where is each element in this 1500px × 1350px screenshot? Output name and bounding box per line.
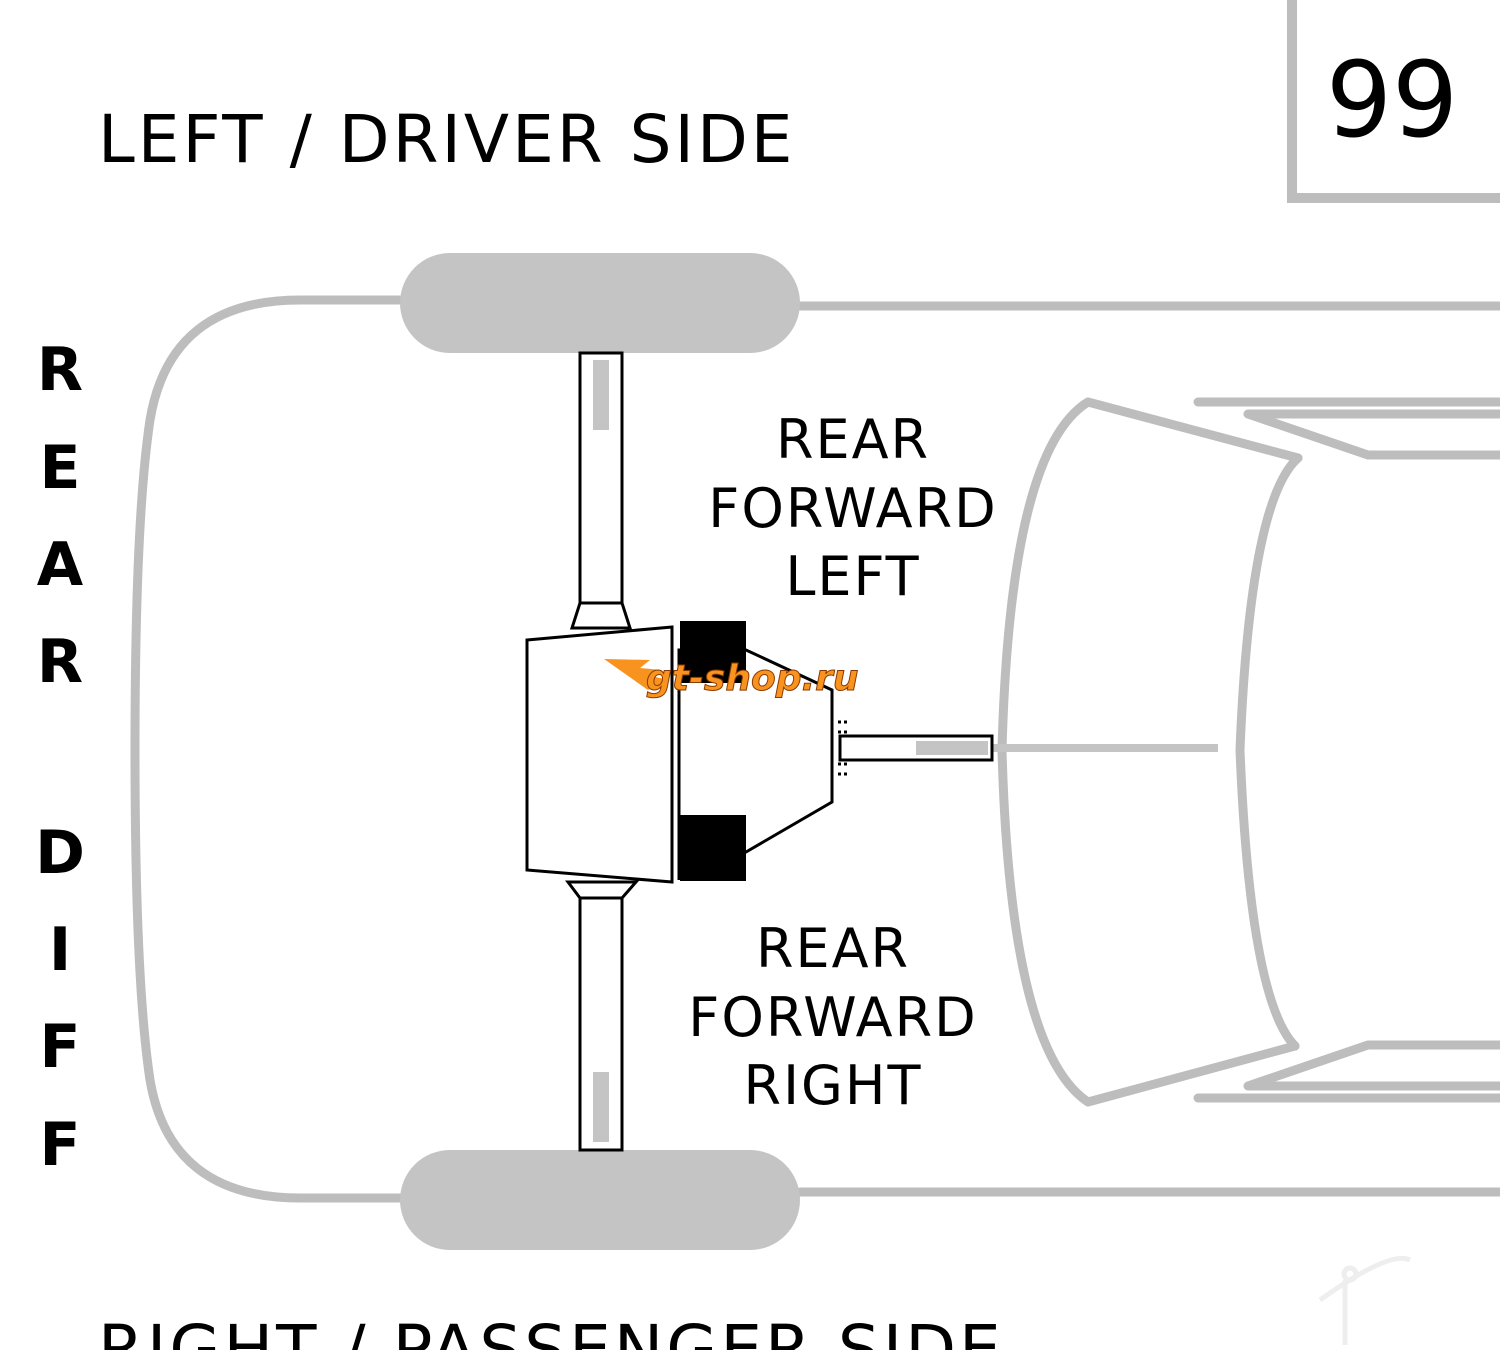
bottom-side-label: RIGHT / PASSENGER SIDE	[98, 1311, 1004, 1350]
mount-block-forward-left	[680, 621, 746, 683]
mount-label-line: FORWARD	[708, 477, 997, 540]
position-number-box: 99	[1287, 0, 1500, 203]
watermark-text: gt-shop.ru	[646, 658, 859, 699]
left-rear-tire	[400, 253, 800, 353]
right-axle-shaft	[565, 880, 640, 1152]
mount-label-forward-left: REAR FORWARD LEFT	[708, 408, 997, 608]
mount-label-line: LEFT	[785, 545, 920, 608]
position-number: 99	[1326, 39, 1458, 161]
mount-block-forward-right	[680, 815, 746, 881]
mount-label-line: REAR	[776, 408, 930, 471]
mount-label-line: RIGHT	[744, 1054, 923, 1117]
vertical-letter: D	[35, 818, 85, 888]
vertical-letter: E	[40, 433, 81, 503]
mount-label-forward-right: REAR FORWARD RIGHT	[688, 917, 977, 1117]
vertical-letter: F	[40, 1110, 81, 1180]
top-side-label: LEFT / DRIVER SIDE	[98, 101, 796, 178]
left-axle-shaft	[569, 351, 633, 630]
vertical-letter: R	[37, 335, 83, 405]
mount-label-line: REAR	[756, 917, 910, 980]
vertical-letter: F	[40, 1012, 81, 1082]
vertical-letter: A	[37, 530, 84, 600]
differential-housing	[525, 625, 834, 884]
right-rear-tire	[400, 1150, 800, 1250]
vertical-letter: I	[49, 915, 71, 985]
shop-watermark-logo: gt-shop.ru	[604, 658, 859, 700]
mount-label-line: FORWARD	[688, 986, 977, 1049]
car-outline	[130, 295, 1500, 1203]
vertical-letter: R	[37, 627, 83, 697]
vertical-label: R E A R D I F F	[35, 335, 85, 1180]
driveshaft	[838, 720, 1218, 776]
corner-mark	[1318, 1255, 1412, 1345]
